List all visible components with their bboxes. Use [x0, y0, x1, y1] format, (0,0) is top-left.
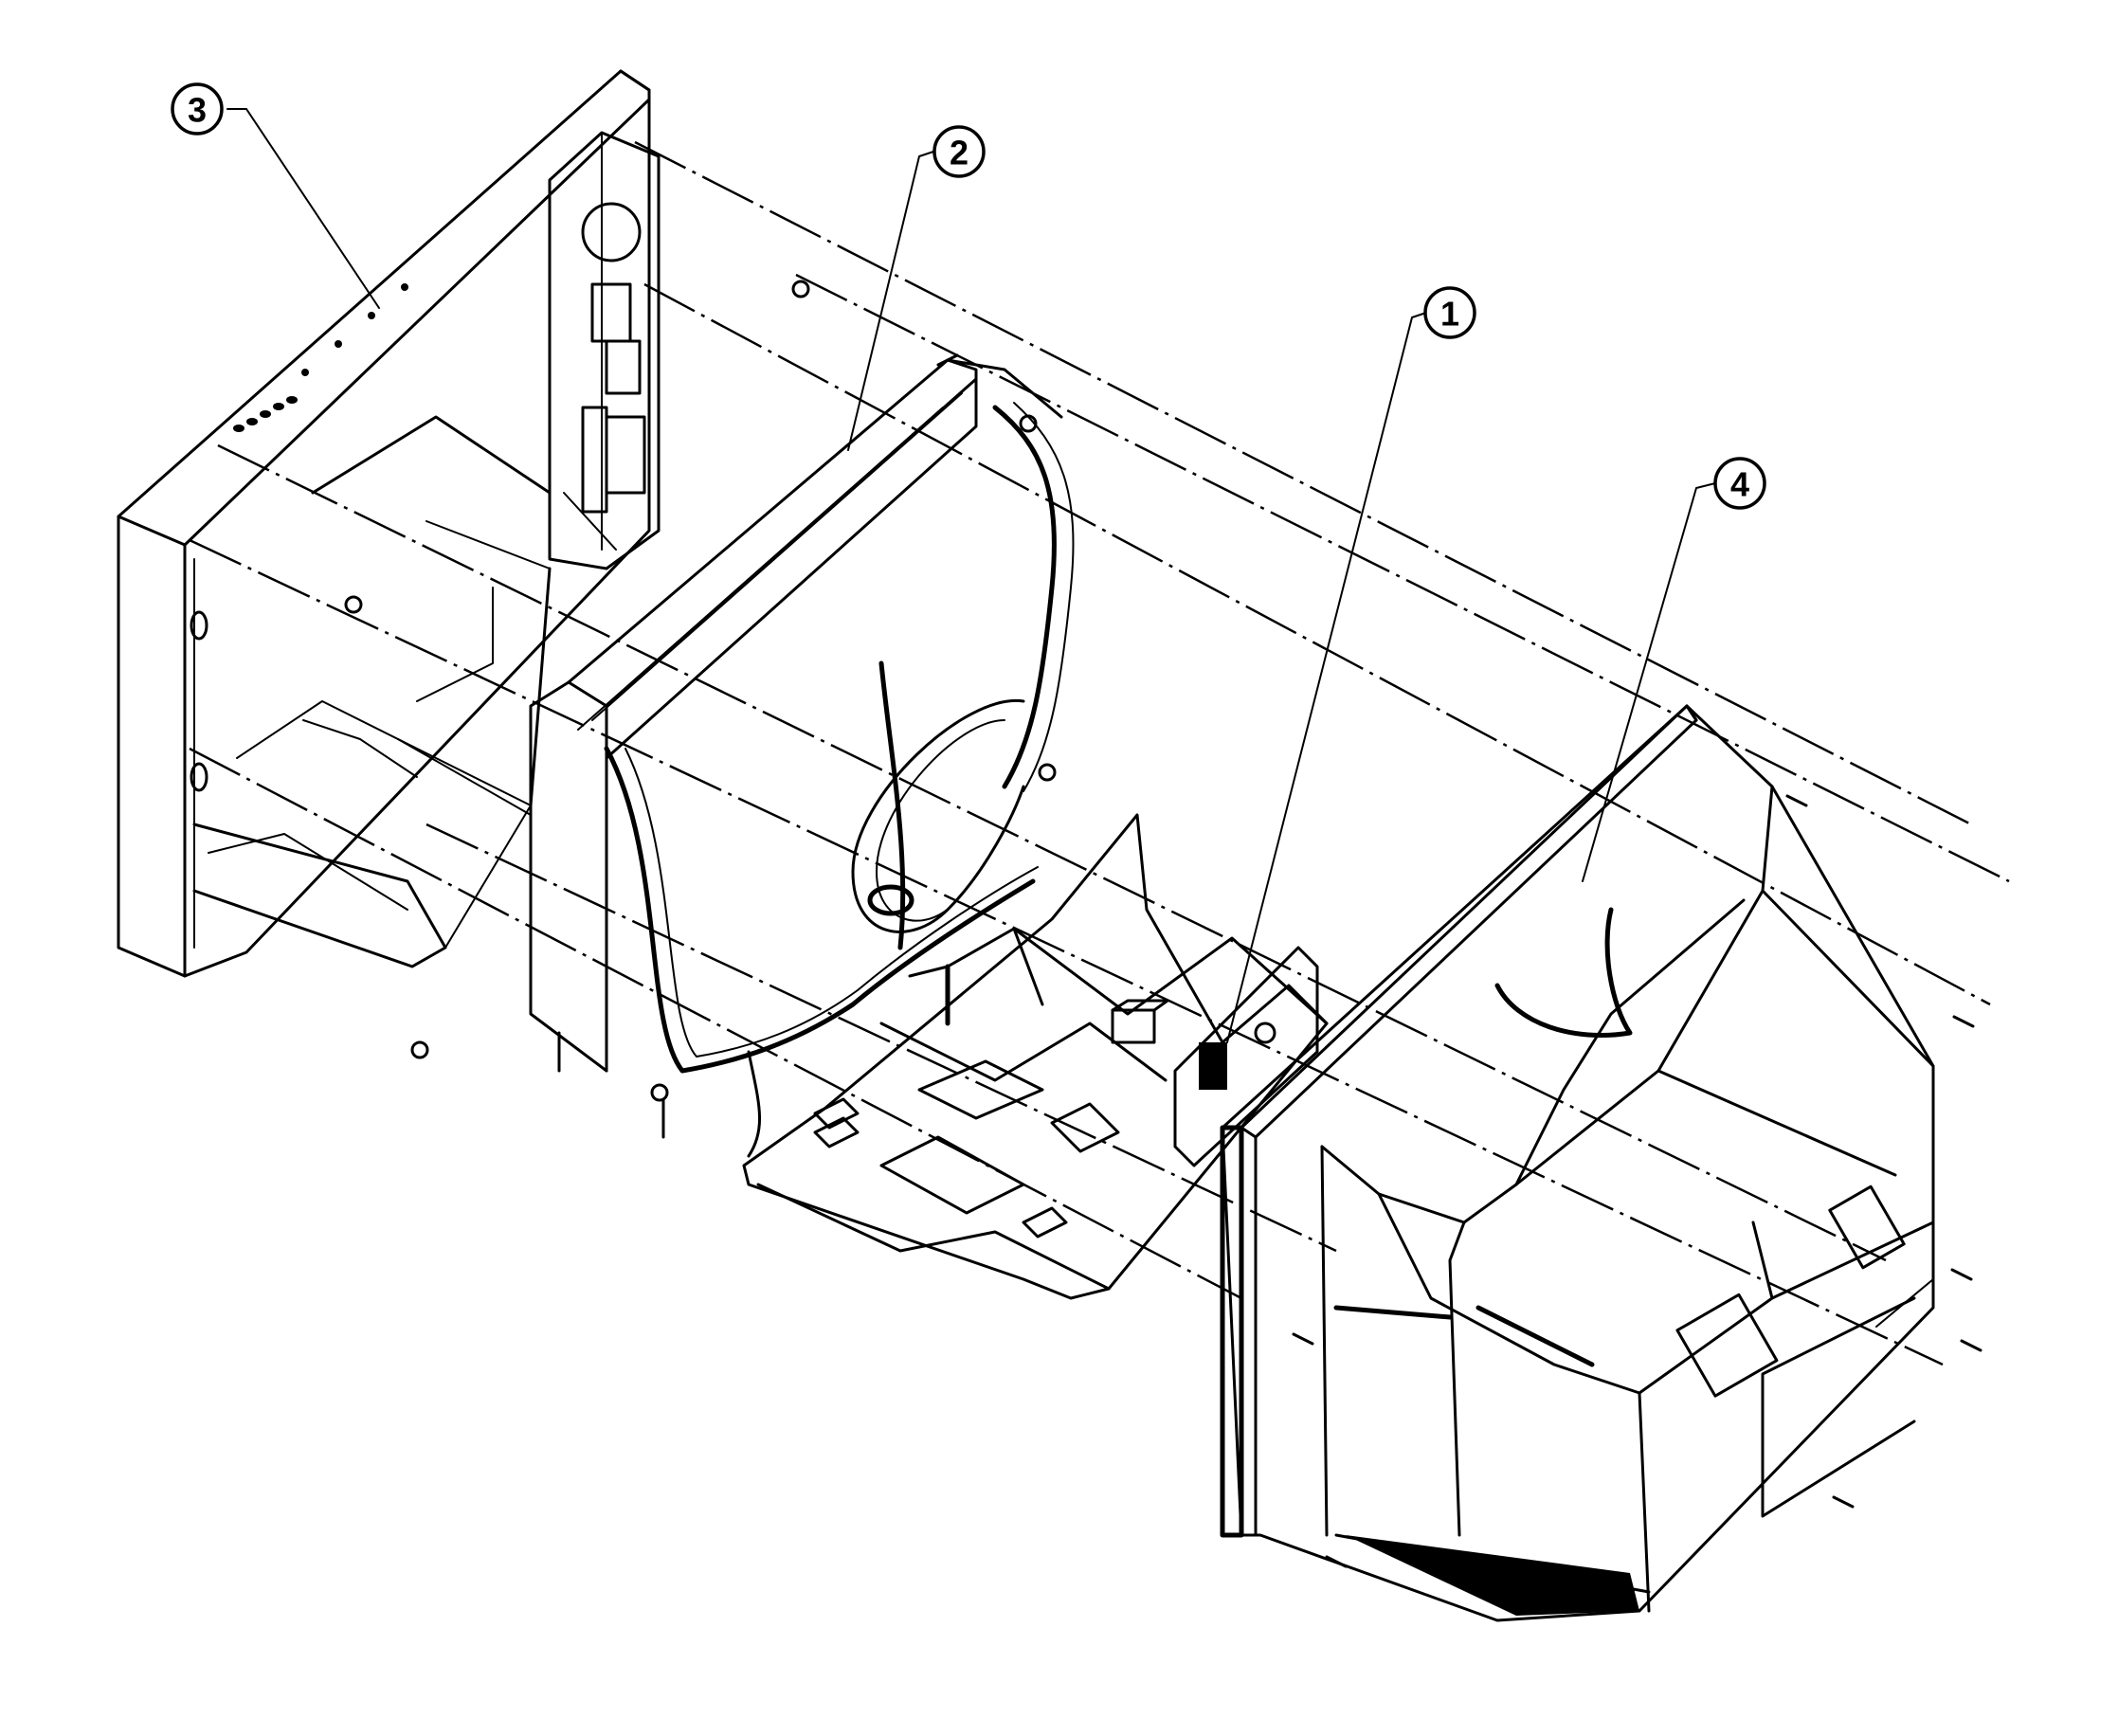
callout-2: 2: [932, 125, 986, 178]
callout-1: 1: [1423, 286, 1476, 339]
callout-label: 2: [950, 134, 968, 172]
callout-leaders: [226, 108, 1716, 1043]
main-chassis-board-part: [742, 813, 1329, 1300]
callout-label: 4: [1730, 465, 1749, 504]
front-bezel-part: [117, 69, 810, 1059]
callout-4: 4: [1713, 457, 1766, 510]
assembly-guide-lines: [189, 140, 2010, 1366]
deflection-yoke-part: [529, 353, 1075, 1158]
control-button-dots: [233, 283, 408, 432]
callout-label: 3: [188, 91, 207, 130]
crt-picture-tube-part: [1220, 704, 1982, 1622]
callout-3: 3: [171, 82, 224, 136]
callout-label: 1: [1440, 295, 1459, 334]
